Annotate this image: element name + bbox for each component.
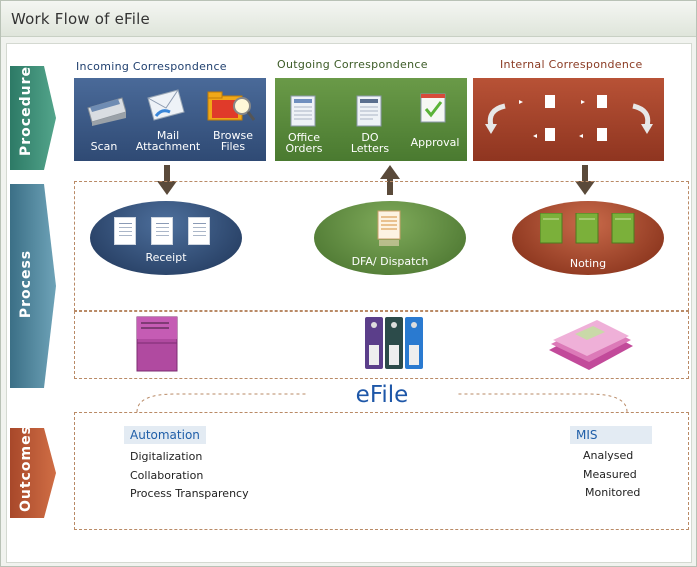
noting-node: Noting — [512, 201, 664, 275]
outgoing-box: Office Orders DO Letters Approval — [275, 78, 467, 161]
arrow-down-icon — [157, 165, 177, 195]
mis-item: Monitored — [585, 486, 641, 499]
automation-item: Process Transparency — [130, 487, 249, 500]
receipt-label: Receipt — [145, 251, 187, 264]
receipt-node: Receipt — [90, 201, 242, 275]
mail-icon — [147, 89, 185, 121]
internal-heading: Internal Correspondence — [500, 58, 643, 71]
letter-icon — [356, 95, 382, 127]
mis-item: Measured — [583, 468, 637, 481]
approval-label: Approval — [410, 136, 460, 149]
receipt-document-icon — [114, 217, 136, 245]
folder-search-icon — [207, 91, 256, 121]
cycle-right-icon — [632, 103, 653, 134]
internal-box — [473, 78, 664, 161]
workflow-diagram: Procedure Process Outcomes Incoming Corr… — [6, 43, 692, 563]
window-title: Work Flow of eFile — [11, 10, 150, 28]
noting-label: Noting — [569, 257, 607, 270]
scan-label: Scan — [90, 140, 118, 153]
file-folder-icon — [136, 316, 178, 372]
process-label: Process — [18, 249, 34, 319]
automation-heading: Automation — [124, 426, 206, 444]
files-container — [74, 311, 689, 379]
document-exchange-icon — [519, 95, 607, 141]
noting-files-icon — [540, 213, 635, 244]
mis-item: Analysed — [583, 449, 634, 462]
office-orders-label-1: Office — [287, 131, 321, 144]
efile-title: eFile — [307, 382, 457, 408]
do-letters-label-2: Letters — [350, 142, 390, 155]
mail-attachment-label-1: Mail — [156, 129, 180, 142]
mail-attachment-label-2: Attachment — [135, 140, 201, 153]
scanner-icon — [87, 97, 126, 126]
automation-item: Digitalization — [130, 450, 203, 463]
procedure-tab — [10, 66, 56, 170]
receipt-document-icon — [151, 217, 173, 245]
dispatch-label: DFA/ Dispatch — [351, 255, 429, 268]
paper-stack-icon — [549, 320, 633, 370]
arrow-down-icon — [575, 165, 595, 195]
checkmark-icon — [420, 93, 446, 123]
dispatch-node: DFA/ Dispatch — [314, 201, 466, 275]
process-container — [74, 181, 689, 311]
cycle-left-icon — [485, 103, 506, 134]
document-icon — [290, 95, 316, 127]
binders-icon — [365, 317, 423, 369]
arrow-up-icon — [380, 165, 400, 195]
browse-files-label-1: Browse — [212, 129, 254, 142]
outgoing-heading: Outgoing Correspondence — [277, 58, 428, 71]
outcomes-container — [74, 412, 689, 530]
browse-files-label-2: Files — [220, 140, 246, 153]
process-tab — [10, 184, 56, 388]
mis-heading: MIS — [570, 426, 652, 444]
title-bar: Work Flow of eFile — [1, 1, 696, 37]
incoming-heading: Incoming Correspondence — [76, 60, 227, 73]
incoming-box: Scan Mail Attachment Browse Files — [74, 78, 266, 161]
do-letters-label-1: DO — [361, 131, 379, 144]
procedure-label: Procedure — [18, 66, 34, 156]
dispatch-document-icon — [377, 210, 401, 246]
office-orders-label-2: Orders — [285, 142, 323, 155]
outcomes-label: Outcomes — [18, 425, 34, 512]
receipt-document-icon — [188, 217, 210, 245]
automation-item: Collaboration — [130, 469, 204, 482]
outcomes-tab — [10, 428, 56, 518]
